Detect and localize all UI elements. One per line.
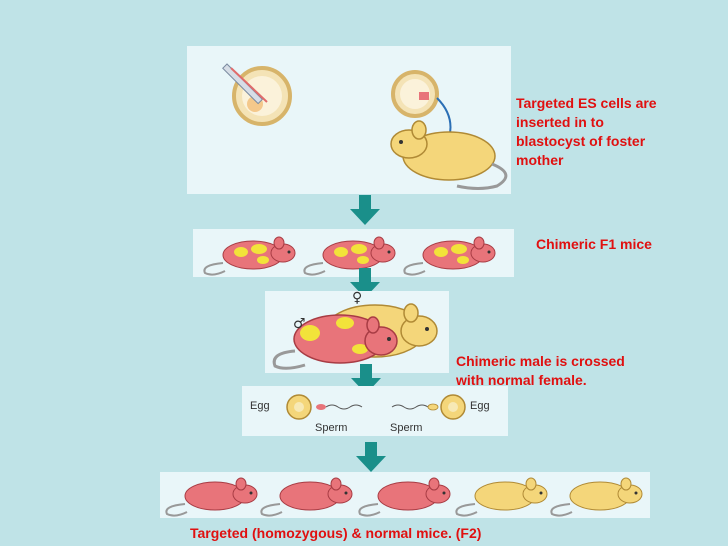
f2-mouse-5 — [550, 477, 643, 517]
arrow-4 — [356, 442, 386, 472]
gamete-illustration — [286, 394, 466, 420]
step2-label: Chimeric F1 mice — [536, 236, 652, 252]
sperm-label-left: Sperm — [315, 422, 348, 434]
egg-label-right: Egg — [470, 400, 490, 412]
female-symbol: ♀ — [352, 290, 363, 306]
step1-line2: inserted in to — [516, 114, 604, 130]
f2-mouse-3 — [358, 477, 451, 517]
f2-mouse-2 — [260, 477, 353, 517]
chimeric-mouse-2 — [303, 236, 396, 276]
step3-line1: Chimeric male is crossed — [456, 353, 625, 369]
step1-line1: Targeted ES cells are — [516, 95, 657, 111]
step3-line2: with normal female. — [456, 372, 587, 388]
arrow-1 — [350, 195, 380, 225]
chimeric-mice — [203, 236, 496, 276]
arrow-2 — [350, 268, 380, 298]
f2-mouse-4 — [455, 477, 548, 517]
chimeric-mouse-1 — [203, 236, 296, 276]
step1-line3: blastocyst of foster — [516, 133, 646, 149]
egg-label-left: Egg — [250, 400, 270, 412]
f2-mice — [165, 477, 643, 517]
male-symbol: ♂ — [293, 316, 306, 332]
blastocyst-illustration — [222, 63, 508, 190]
step4-label: Targeted (homozygous) & normal mice. (F2… — [190, 525, 482, 541]
step1-label: Targeted ES cells are inserted in to bla… — [516, 94, 657, 170]
step1-line4: mother — [516, 152, 564, 168]
f2-mouse-1 — [165, 477, 258, 517]
sperm-label-right: Sperm — [390, 422, 423, 434]
step3-label: Chimeric male is crossed with normal fem… — [456, 352, 625, 390]
crossing-mice — [272, 303, 438, 370]
chimeric-mouse-3 — [403, 236, 496, 276]
